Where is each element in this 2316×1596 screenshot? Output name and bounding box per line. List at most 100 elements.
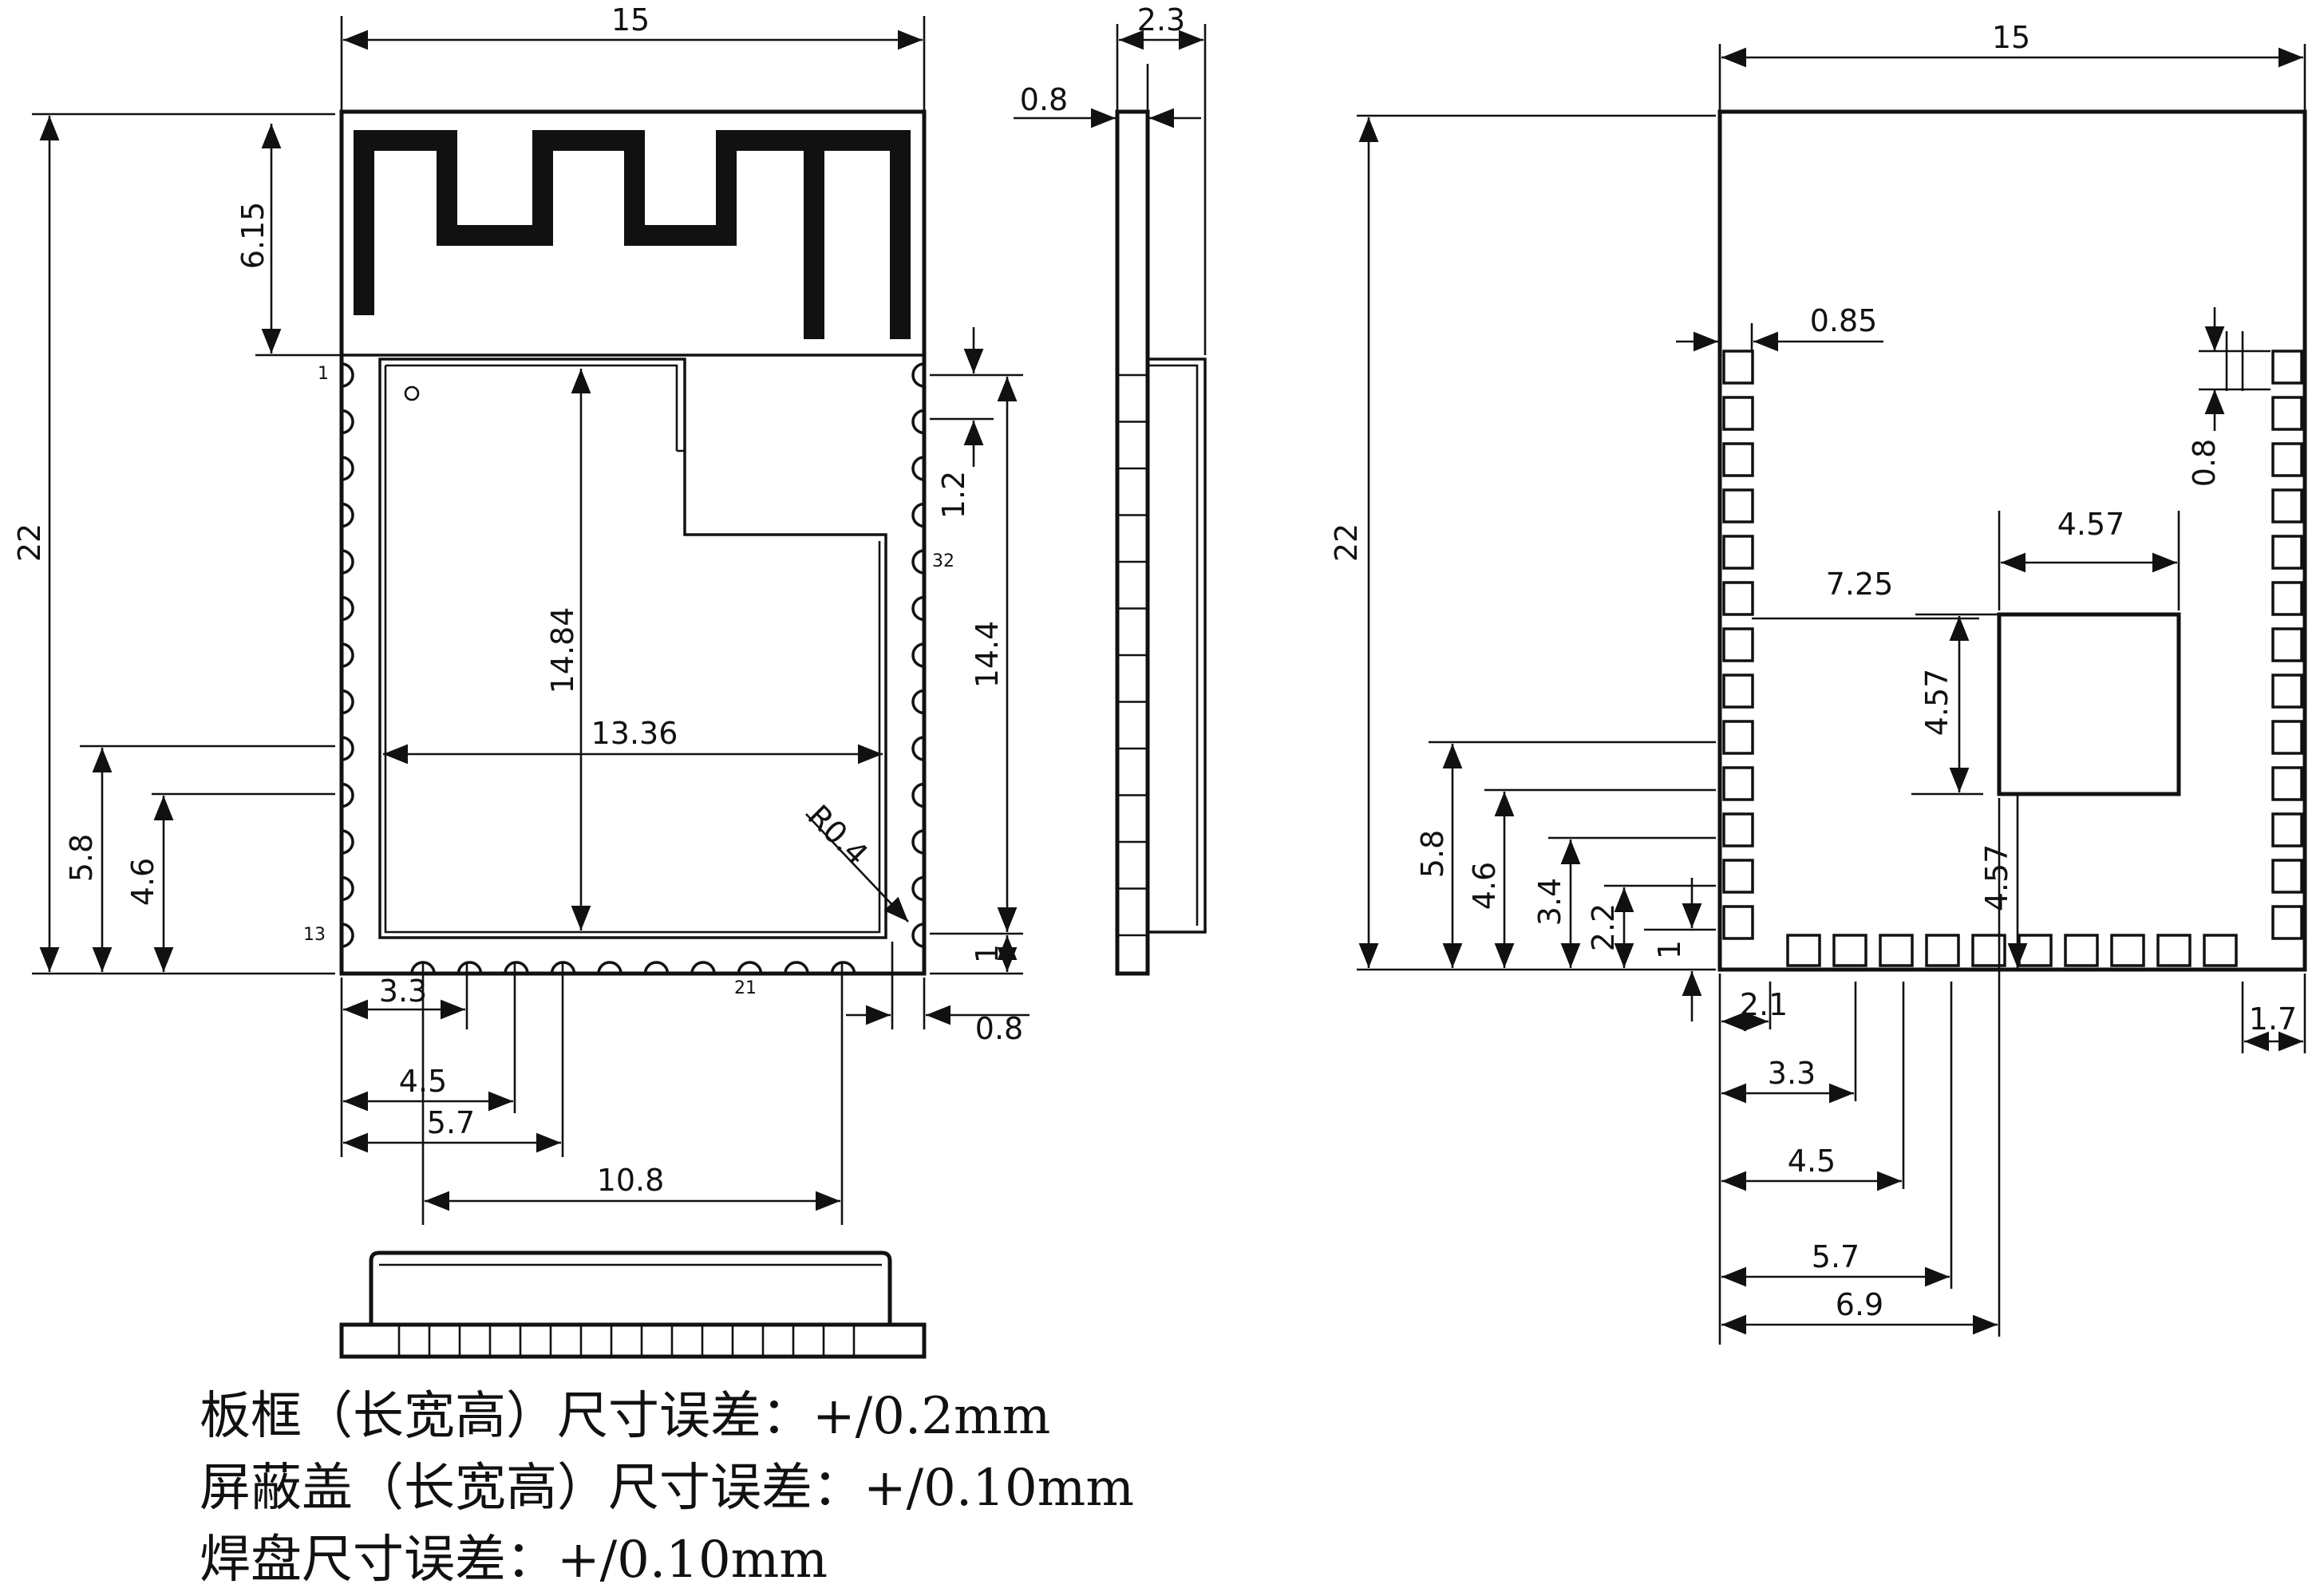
footprint-pad	[2271, 535, 2303, 570]
castellated-pad	[911, 362, 925, 388]
footprint-pad	[2110, 934, 2145, 967]
pin-label-32: 32	[932, 551, 954, 571]
side-pins	[1117, 373, 1148, 937]
footprint-pad	[2156, 934, 2192, 967]
castellated-pad	[341, 502, 354, 528]
dim-shield-width: 13.36	[591, 716, 678, 751]
castellated-pad	[504, 961, 529, 974]
footprint-pad	[1722, 488, 1754, 523]
dim-shield-height: 14.84	[545, 607, 580, 694]
castellated-pad	[911, 922, 925, 948]
footprint-center-pad	[1997, 612, 2181, 796]
footprint-pads-left	[1722, 350, 1754, 940]
castellated-pad	[341, 689, 354, 715]
dim-antenna: 6.15	[235, 202, 271, 270]
footprint-pad	[1722, 720, 1754, 755]
footprint-pad	[1722, 627, 1754, 662]
dim-bottom-pad-3: 5.7	[427, 1105, 475, 1140]
tolerance-notes: 板框（长宽高）尺寸误差：+/0.2mm 屏蔽盖（长宽高）尺寸误差：+/0.10m…	[200, 1381, 1134, 1596]
castellated-pad	[911, 689, 925, 715]
castellated-pad	[341, 736, 354, 761]
footprint-pad	[2271, 766, 2303, 801]
footprint-pad	[2271, 859, 2303, 894]
footprint-pad	[1722, 859, 1754, 894]
castellated-pad	[911, 829, 925, 855]
pin-label-21: 21	[734, 978, 757, 998]
dim-pad-left-a: 5.8	[64, 834, 99, 882]
module-side-view: 2.3 0.8	[1014, 2, 1207, 976]
module-outline	[339, 109, 927, 976]
footprint-pad	[2271, 488, 2303, 523]
fp-dim-center-height: 4.57	[1919, 669, 1954, 737]
footprint-pad	[1722, 905, 1754, 940]
fp-dim-left-d: 2.2	[1586, 903, 1621, 951]
footprint-pad	[2271, 581, 2303, 616]
note-pad-tolerance: 焊盘尺寸误差：+/0.10mm	[200, 1531, 828, 1590]
dim-pad-left-b: 4.6	[125, 858, 160, 906]
module-bottom-view	[339, 1250, 927, 1359]
dim-edge-gap: 0.8	[975, 1011, 1023, 1046]
footprint-pad	[1722, 812, 1754, 847]
fp-dim-right-corner: 1.7	[2249, 1001, 2297, 1037]
footprint-pad	[1879, 934, 1914, 967]
fp-dim-left-e: 1	[1652, 940, 1687, 959]
note-shield-tolerance: 屏蔽盖（长宽高）尺寸误差：+/0.10mm	[200, 1459, 1135, 1518]
footprint-pad	[2271, 396, 2303, 431]
footprint-pad	[1971, 934, 2006, 967]
footprint-view: 15 22 0.85 0.8 4.57 7.25 4.57 4.	[1329, 20, 2307, 1345]
footprint-pad	[2271, 442, 2303, 477]
pin1-marker	[404, 385, 420, 401]
footprint-pad	[2203, 934, 2238, 967]
fp-dim-center-pad: 4.57	[2057, 507, 2125, 542]
footprint-pad	[1722, 674, 1754, 709]
dim-pitch: 1.2	[936, 471, 971, 519]
castellated-pads-right	[911, 362, 925, 948]
footprint-pad	[1832, 934, 1867, 967]
castellated-pad	[911, 595, 925, 622]
castellated-pad	[341, 549, 354, 575]
castellated-pad	[341, 595, 354, 622]
footprint-pad	[1722, 396, 1754, 431]
dim-bottom-edge: 1	[970, 944, 1005, 963]
castellated-pad	[341, 456, 354, 481]
fp-dim-pad-width: 0.85	[1810, 303, 1878, 338]
dim-bottom-pad-4: 10.8	[597, 1163, 665, 1198]
fp-dim-center-y: 4.57	[1979, 844, 2014, 912]
dim-board: 0.8	[1020, 82, 1068, 117]
fp-dim-bottom-4: 5.7	[1812, 1239, 1860, 1274]
castellated-pad	[911, 549, 925, 575]
footprint-pad	[2271, 812, 2303, 847]
castellated-pad	[911, 642, 925, 668]
footprint-outline	[1717, 109, 2307, 972]
footprint-pad	[2271, 720, 2303, 755]
castellated-pad	[643, 961, 670, 974]
dim-height: 22	[12, 523, 47, 562]
antenna-trace	[354, 130, 911, 339]
footprint-pad	[2064, 934, 2099, 967]
castellated-pad	[911, 409, 925, 435]
footprint-pad	[1722, 766, 1754, 801]
castellated-pad	[911, 456, 925, 481]
dim-width: 15	[611, 2, 650, 38]
fp-dim-bottom-3: 4.5	[1788, 1144, 1836, 1179]
castellated-pad	[341, 875, 354, 902]
fp-dim-left-b: 4.6	[1467, 862, 1502, 910]
castellated-pad	[911, 875, 925, 902]
dim-right-span: 14.4	[970, 621, 1005, 689]
castellated-pads-left	[341, 362, 354, 948]
castellated-pad	[830, 961, 856, 974]
castellated-pad	[784, 961, 809, 974]
fp-dim-left-c: 3.4	[1532, 878, 1567, 926]
fp-dim-left-a: 5.8	[1415, 830, 1450, 878]
footprint-pad	[1722, 350, 1754, 385]
castellated-pad	[341, 782, 354, 808]
footprint-pad	[1786, 934, 1821, 967]
castellated-pad	[456, 961, 483, 974]
footprint-pads-bottom	[1786, 934, 2238, 967]
shield-can	[378, 358, 887, 939]
fp-dim-bottom-5: 6.9	[1836, 1287, 1883, 1322]
footprint-pad	[2018, 934, 2053, 967]
dim-bottom-pad-1: 3.3	[379, 974, 427, 1009]
castellated-pad	[341, 829, 354, 855]
footprint-pad	[2271, 905, 2303, 940]
